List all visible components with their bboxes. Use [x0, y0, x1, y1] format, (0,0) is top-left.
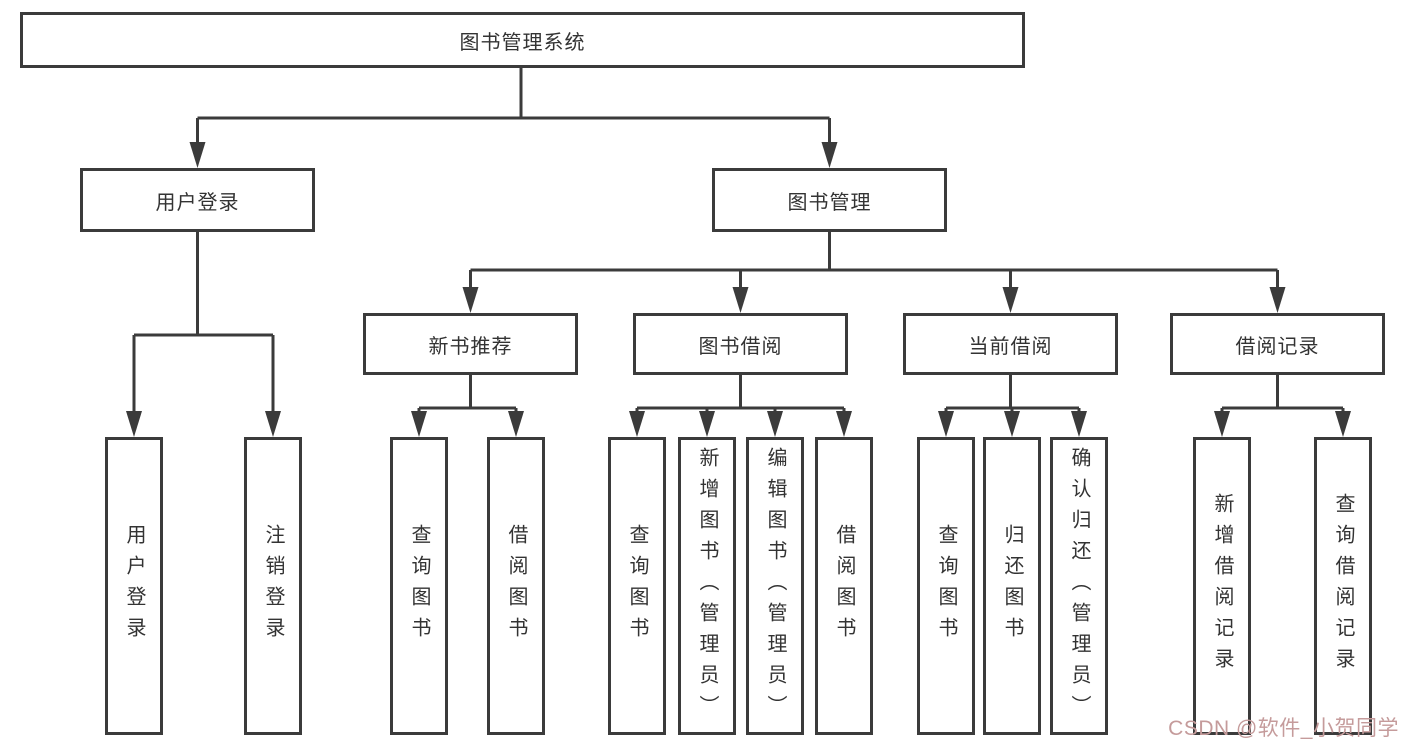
leaf-logout-login-label: 注销登录: [262, 524, 284, 648]
leaf-borrow-books-label: 借阅图书: [833, 524, 855, 648]
node-book-borrow-label: 图书借阅: [698, 335, 783, 358]
node-book-management: 图书管理: [712, 168, 947, 232]
leaf-add-books-admin: 新增图书（管理员）: [678, 437, 736, 735]
leaf-add-borrow-record: 新增借阅记录: [1193, 437, 1251, 735]
leaf-borrow-books-recommend: 借阅图书: [487, 437, 545, 735]
leaf-query-books-recommend: 查询图书: [390, 437, 448, 735]
node-new-book-recommend: 新书推荐: [363, 313, 578, 375]
leaf-return-books-label: 归还图书: [1001, 524, 1023, 648]
node-book-borrow: 图书借阅: [633, 313, 848, 375]
node-borrow-records-label: 借阅记录: [1235, 335, 1320, 358]
leaf-user-login: 用户登录: [105, 437, 163, 735]
node-user-login-label: 用户登录: [155, 191, 240, 214]
leaf-return-books: 归还图书: [983, 437, 1041, 735]
arrowheads: [126, 142, 1351, 437]
node-borrow-records: 借阅记录: [1170, 313, 1385, 375]
leaf-query-books-borrow-label: 查询图书: [626, 524, 648, 648]
node-root-label: 图书管理系统: [459, 31, 586, 54]
leaf-edit-books-admin-label: 编辑图书（管理员）: [764, 446, 786, 726]
node-user-login: 用户登录: [80, 168, 315, 232]
leaf-add-books-admin-label: 新增图书（管理员）: [696, 446, 718, 726]
leaf-confirm-return-admin: 确认归还（管理员）: [1050, 437, 1108, 735]
connector-strokes: [132, 66, 1345, 413]
leaf-user-login-label: 用户登录: [123, 524, 145, 648]
leaf-query-books-recommend-label: 查询图书: [408, 524, 430, 648]
leaf-borrow-books: 借阅图书: [815, 437, 873, 735]
leaf-query-borrow-record: 查询借阅记录: [1314, 437, 1372, 735]
leaf-query-books-current-label: 查询图书: [935, 524, 957, 648]
leaf-edit-books-admin: 编辑图书（管理员）: [746, 437, 804, 735]
node-new-book-recommend-label: 新书推荐: [428, 335, 513, 358]
node-book-management-label: 图书管理: [787, 191, 872, 214]
node-current-borrow-label: 当前借阅: [968, 335, 1053, 358]
leaf-logout-login: 注销登录: [244, 437, 302, 735]
leaf-query-books-borrow: 查询图书: [608, 437, 666, 735]
node-current-borrow: 当前借阅: [903, 313, 1118, 375]
leaf-query-books-current: 查询图书: [917, 437, 975, 735]
node-root: 图书管理系统: [20, 12, 1025, 68]
leaf-add-borrow-record-label: 新增借阅记录: [1211, 493, 1233, 679]
csdn-watermark: CSDN @软件_小贺同学: [1168, 717, 1399, 740]
leaf-query-borrow-record-label: 查询借阅记录: [1332, 493, 1354, 679]
leaf-confirm-return-admin-label: 确认归还（管理员）: [1068, 446, 1090, 726]
leaf-borrow-books-recommend-label: 借阅图书: [505, 524, 527, 648]
